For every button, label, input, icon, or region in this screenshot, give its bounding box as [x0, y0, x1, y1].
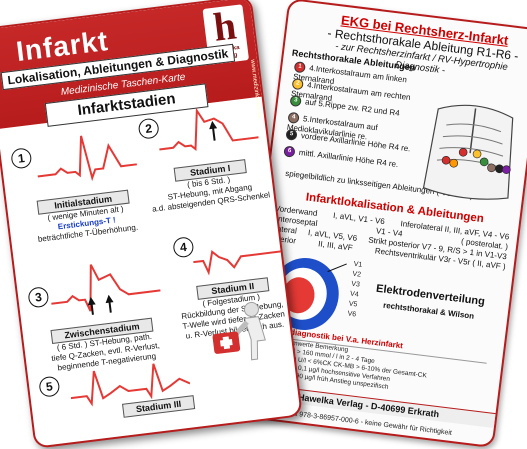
first-aid-figure-icon: [212, 301, 266, 361]
chest-diagram-icon: [422, 104, 514, 200]
heart-lead-label: V6: [347, 310, 357, 319]
stage-5-number: 5: [38, 375, 61, 398]
ecg-stage-1-icon: [37, 135, 138, 182]
stage-2-desc: ( bis 6 Std. ) ST-Hebung, mit Abgang a.d…: [144, 170, 277, 216]
ecg-stage-2-icon: [159, 107, 259, 152]
lead-dot-icon: 6: [283, 145, 296, 158]
front-card: Infarkt h Hawelka Verlag www.medizinkart…: [0, 0, 303, 449]
ecg-stage-5-icon: [70, 363, 191, 407]
logo-letter: h: [210, 2, 239, 50]
lead-dot-icon: 5: [285, 128, 298, 141]
ecg-stage-4-icon: [193, 249, 283, 276]
stage-1-number: 1: [10, 147, 33, 170]
ecg-stage-3-icon: [51, 264, 161, 315]
stage-3-number: 3: [27, 286, 50, 309]
lead-dot-icon: 3: [289, 94, 302, 108]
